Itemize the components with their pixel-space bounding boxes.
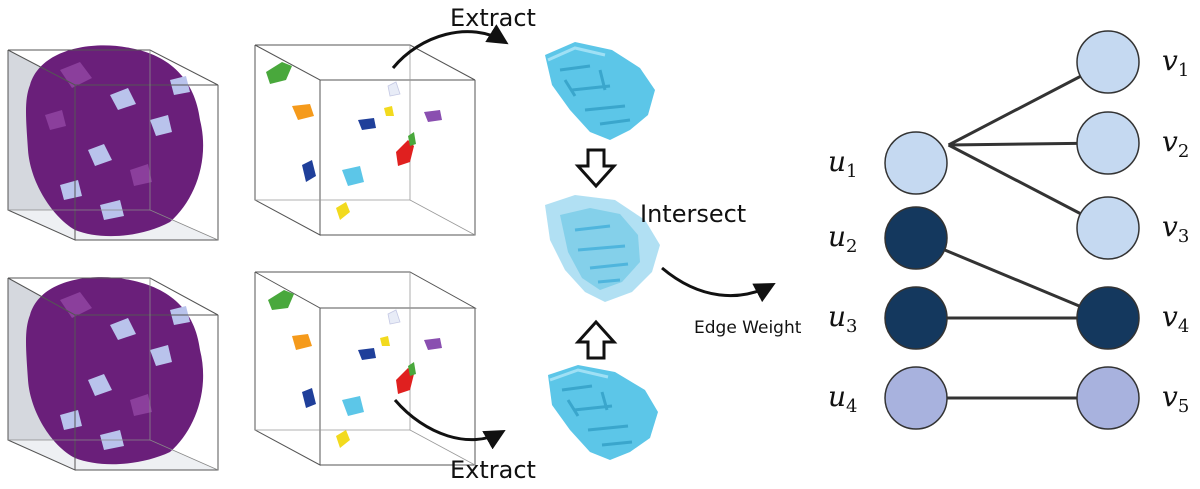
- extract-label-bottom: Extract: [450, 456, 536, 484]
- grain-white-b: [387, 309, 401, 325]
- grain-volume-cube-bottom: [7, 277, 219, 471]
- bipartite-labels: u1 u2 u3 u4 v1 v2 v3 v4 v5: [828, 44, 1189, 417]
- merge-arrow-up: [574, 319, 618, 360]
- grain-navy-b: [358, 348, 376, 360]
- sparse-grains-cube-bottom: [254, 271, 477, 466]
- grain-green-small: [408, 132, 416, 146]
- label-v4: v4: [1162, 300, 1189, 337]
- node-v5: [1076, 366, 1140, 430]
- grain-orange-b: [292, 334, 312, 350]
- grain-cluster-top: [26, 45, 204, 237]
- grain-yellow-2-b: [336, 430, 350, 448]
- sparse-grains-cube-top: [254, 44, 476, 236]
- grain-navy-2: [302, 160, 316, 182]
- label-v3: v3: [1162, 210, 1189, 247]
- grain-violet-b: [424, 338, 442, 350]
- label-u1: u1: [828, 145, 858, 182]
- grain-yellow-b: [380, 336, 390, 346]
- edge-weight-arrow: [661, 266, 776, 303]
- edge-u2-v4: [915, 236, 1109, 320]
- grain-cyan-b: [342, 396, 364, 416]
- grain-cyan: [342, 166, 364, 186]
- grain-cluster-bottom: [26, 277, 204, 465]
- grain-red: [396, 140, 414, 166]
- label-u2: u2: [828, 220, 858, 257]
- label-u3: u3: [828, 300, 858, 337]
- grain-red-b: [396, 368, 414, 394]
- voxel-grain-top: [545, 42, 655, 140]
- bipartite-nodes: [884, 30, 1140, 430]
- node-u4: [884, 366, 948, 430]
- edge-weight-label: Edge Weight: [694, 318, 802, 338]
- extract-arrow-bottom: [393, 399, 506, 450]
- label-v1: v1: [1162, 44, 1189, 81]
- node-v2: [1076, 111, 1140, 175]
- voxel-grain-intersect: [545, 195, 660, 302]
- grain-violet: [424, 110, 442, 122]
- grain-green-small-b: [408, 362, 416, 376]
- grain-green: [266, 62, 292, 84]
- node-v4: [1076, 286, 1140, 350]
- node-u3: [884, 286, 948, 350]
- grain-volume-cube-top: [7, 45, 219, 241]
- grain-yellow-2: [336, 202, 350, 220]
- extract-label-top: Extract: [450, 4, 536, 32]
- node-v3: [1076, 196, 1140, 260]
- grain-orange: [292, 104, 314, 120]
- node-u1: [884, 131, 948, 195]
- grain-navy: [358, 118, 376, 130]
- grain-navy-2-b: [302, 388, 316, 408]
- grain-white: [387, 81, 401, 97]
- intersect-label: Intersect: [640, 200, 746, 228]
- extract-arrow-top: [391, 24, 509, 69]
- grain-green-b: [268, 290, 294, 310]
- label-v2: v2: [1162, 125, 1189, 162]
- node-u2: [884, 206, 948, 270]
- label-v5: v5: [1162, 380, 1189, 417]
- merge-arrow-down: [574, 148, 618, 189]
- voxel-grain-bottom: [548, 365, 658, 460]
- label-u4: u4: [828, 380, 858, 417]
- grain-yellow: [384, 106, 394, 116]
- node-v1: [1076, 30, 1140, 94]
